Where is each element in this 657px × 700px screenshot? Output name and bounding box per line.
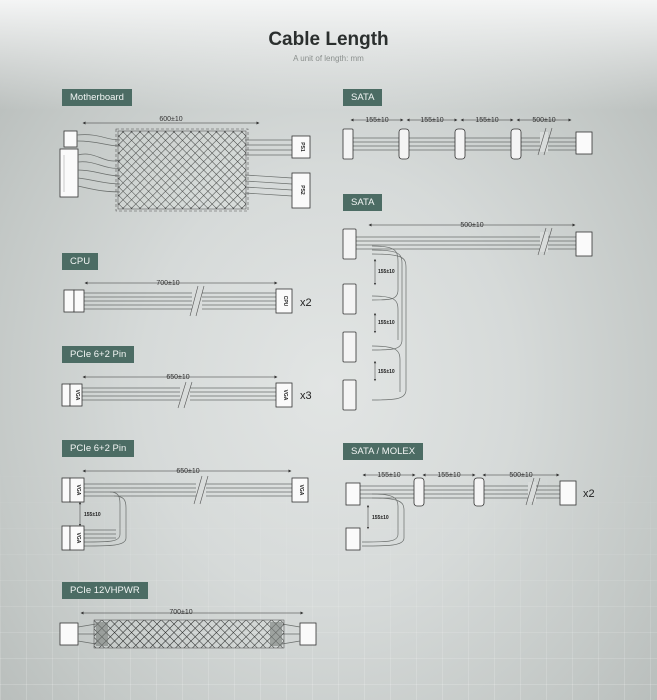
label-sata-molex: SATA / MOLEX xyxy=(343,443,424,460)
sm-quantity: x2 xyxy=(583,488,595,500)
pcie1-quantity: x3 xyxy=(300,390,312,402)
page-subtitle: A unit of length: mm xyxy=(293,54,364,63)
label-12vhpwr: PCIe 12VHPWR xyxy=(62,582,148,599)
sm-molex-plug-2 xyxy=(345,527,361,551)
sata1-length-1: 155±10 xyxy=(365,117,388,124)
sata1-plug-1 xyxy=(342,128,354,160)
pcie2-tag-b: VGA xyxy=(75,533,81,544)
label-cpu: CPU xyxy=(62,253,99,270)
tag-ps1: PS1 xyxy=(299,142,305,152)
connector-ps2 xyxy=(291,172,311,209)
cpu-connector-4pin-b xyxy=(73,289,85,313)
pcie2-length: 650±10 xyxy=(176,468,199,475)
sata2-segment-1: 155±10 xyxy=(378,269,395,275)
sm-sata-plug-1 xyxy=(413,477,425,507)
12vhpwr-psu-connector xyxy=(299,622,317,646)
pcie1-tag-psu: VGA xyxy=(282,390,288,401)
sata1-length-4: 500±10 xyxy=(532,117,555,124)
pcie-cable-2: 650±10 VGA VGA 155±10 VGA xyxy=(61,468,309,551)
sata1-length-2: 155±10 xyxy=(420,117,443,124)
cable-sleeve-mesh xyxy=(117,130,247,210)
sm-length-3: 500±10 xyxy=(509,472,532,479)
cpu-cable: 700±10 CPU x2 xyxy=(63,280,312,317)
label-pcie-1: PCIe 6+2 Pin xyxy=(62,346,135,363)
pcie2-gpu-2pin-a xyxy=(61,477,71,503)
cpu-length: 700±10 xyxy=(156,280,179,287)
sm-segment: 155±10 xyxy=(372,515,389,521)
connector-4pin xyxy=(63,130,78,148)
12vhpwr-length: 700±10 xyxy=(169,609,192,616)
sata1-plug-3 xyxy=(454,128,466,160)
sm-length-2: 155±10 xyxy=(437,472,460,479)
connector-24pin xyxy=(59,148,79,198)
pcie1-tag-gpu: VGA xyxy=(74,390,80,401)
sm-psu-connector xyxy=(559,480,577,506)
connector-ps1 xyxy=(291,135,311,159)
tag-ps2: PS2 xyxy=(299,185,305,195)
pcie1-gpu-2pin xyxy=(61,383,71,407)
pcie-cable-1: 650±10 VGA VGA x3 xyxy=(61,374,312,409)
sata2-length: 500±10 xyxy=(460,222,483,229)
pcie2-segment: 155±10 xyxy=(84,512,101,518)
motherboard-cable: 600±10 PS1 PS2 xyxy=(59,116,311,212)
pcie2-psu-connector xyxy=(291,477,309,503)
label-pcie-2: PCIe 6+2 Pin xyxy=(62,440,135,457)
pcie2-gpu-6pin-b xyxy=(69,525,85,551)
pcie2-tag-psu: VGA xyxy=(298,485,304,496)
12vhpwr-sleeve-mesh xyxy=(93,619,285,649)
sata1-psu-connector xyxy=(575,131,593,155)
pcie1-gpu-6pin xyxy=(69,383,83,407)
sata1-plug-2 xyxy=(398,128,410,160)
cpu-connector-4pin-a xyxy=(63,289,75,313)
label-motherboard: Motherboard xyxy=(62,89,132,106)
sata2-segment-2: 155±10 xyxy=(378,320,395,326)
sata-molex-cable: 155±10 155±10 500±10 155±10 x2 xyxy=(345,472,595,551)
label-sata-2: SATA xyxy=(343,194,383,211)
12vhpwr-gpu-connector xyxy=(59,622,79,646)
pcie1-length: 650±10 xyxy=(166,374,189,381)
sm-molex-plug-1 xyxy=(345,482,361,506)
12vhpwr-cable: 700±10 xyxy=(59,609,317,649)
cpu-tag: CPU xyxy=(282,296,288,307)
motherboard-length: 600±10 xyxy=(159,116,182,123)
sata2-plug-3 xyxy=(342,331,357,363)
pcie2-gpu-2pin-b xyxy=(61,525,71,551)
cpu-quantity: x2 xyxy=(300,297,312,309)
pcie2-gpu-6pin-a xyxy=(69,477,85,503)
cpu-psu-connector xyxy=(275,288,293,314)
sata2-plug-1 xyxy=(342,228,357,260)
sata2-plug-4 xyxy=(342,379,357,411)
pcie2-tag-a: VGA xyxy=(75,485,81,496)
sm-sata-plug-2 xyxy=(473,477,485,507)
page-title: Cable Length xyxy=(268,29,389,50)
sm-length-1: 155±10 xyxy=(377,472,400,479)
sata2-psu-connector xyxy=(575,231,593,257)
sata-cable-2: 500±10 155±10 155±10 155±10 xyxy=(342,222,593,411)
sata2-plug-2 xyxy=(342,283,357,315)
pcie1-psu-connector xyxy=(275,382,293,408)
sata2-segment-3: 155±10 xyxy=(378,369,395,375)
sata-cable-1: 155±10 155±10 155±10 500±10 xyxy=(342,117,593,160)
sata1-plug-4 xyxy=(510,128,522,160)
sata1-length-3: 155±10 xyxy=(475,117,498,124)
label-sata-1: SATA xyxy=(343,89,383,106)
